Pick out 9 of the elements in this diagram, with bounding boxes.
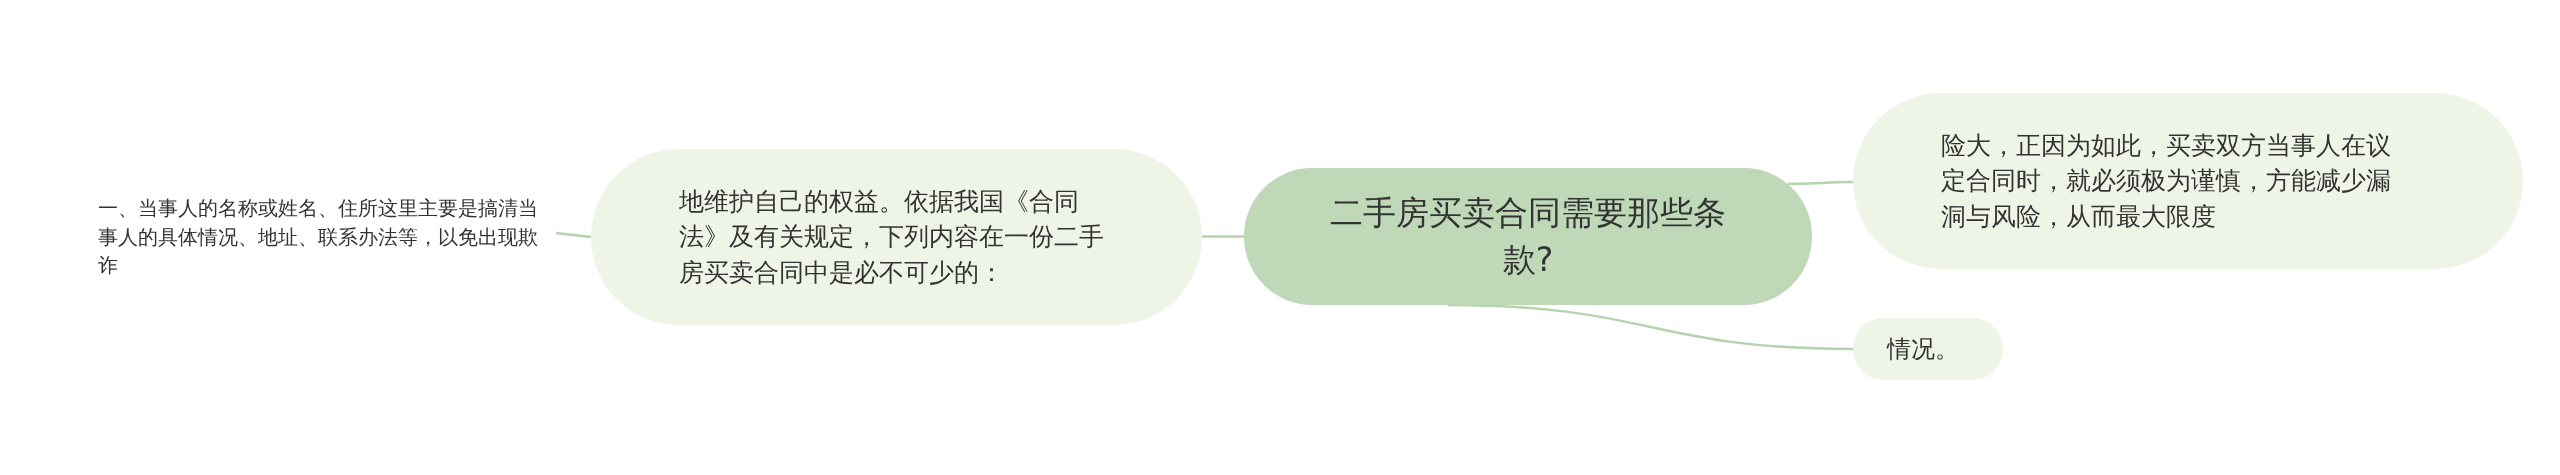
connector-line xyxy=(555,231,592,239)
topic-text: 地维护自己的权益。依据我国《合同法》及有关规定，下列内容在一份二手房买卖合同中是必不可少的： xyxy=(679,185,1105,289)
topic-text: 二手房买卖合同需要那些条款? xyxy=(1329,191,1727,281)
connector-line xyxy=(1202,235,1244,238)
connector-line xyxy=(1788,180,1853,186)
topic-text: 情况。 xyxy=(1887,333,1959,365)
topic-text: 险大，正因为如此，买卖双方当事人在议定合同时，就必须极为谨慎，方能减少漏洞与风险，从而最大限度 xyxy=(1941,129,2392,233)
connector-line xyxy=(1447,303,1854,351)
branch-text: 一、当事人的名称或姓名、住所这里主要是搞清当事人的具体情况、地址、联系办法等，以免出现欺诈 xyxy=(98,195,539,280)
